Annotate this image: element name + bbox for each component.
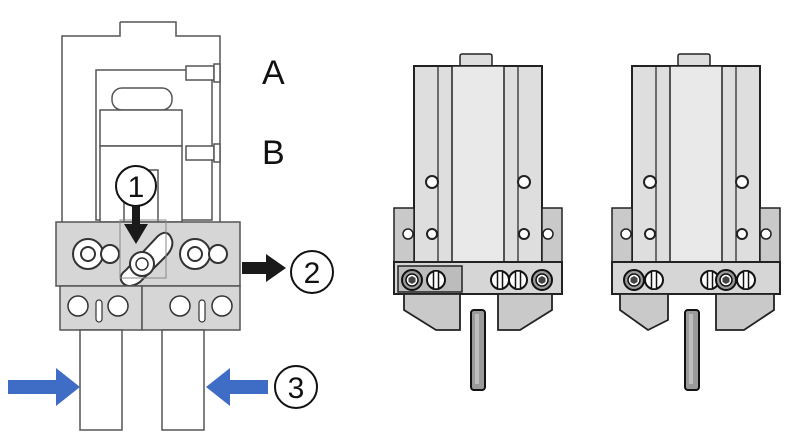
step-1-marker: 1 — [115, 165, 157, 207]
svg-text:1: 1 — [128, 171, 145, 204]
slide-plate — [55, 219, 241, 287]
port-label-b: B — [262, 134, 285, 172]
blue-arrow-right — [206, 368, 268, 406]
gripper-view-right — [611, 53, 781, 391]
arrow-right — [242, 254, 286, 282]
schematic-cutaway: A B — [8, 21, 334, 431]
step-3-marker: 3 — [274, 365, 318, 409]
step-2-marker: 2 — [290, 250, 334, 294]
gripper-fingers — [79, 329, 205, 431]
jaw-block-left — [59, 285, 143, 331]
port-fitting-b — [185, 143, 221, 163]
blue-arrow-left — [8, 368, 80, 406]
arrow-down — [124, 206, 148, 244]
gripper-view-left — [393, 53, 563, 391]
svg-text:2: 2 — [304, 257, 321, 290]
jaw-block-right — [141, 285, 241, 331]
port-label-a: A — [262, 54, 285, 92]
svg-text:3: 3 — [288, 372, 305, 405]
port-fitting-a — [185, 63, 221, 83]
